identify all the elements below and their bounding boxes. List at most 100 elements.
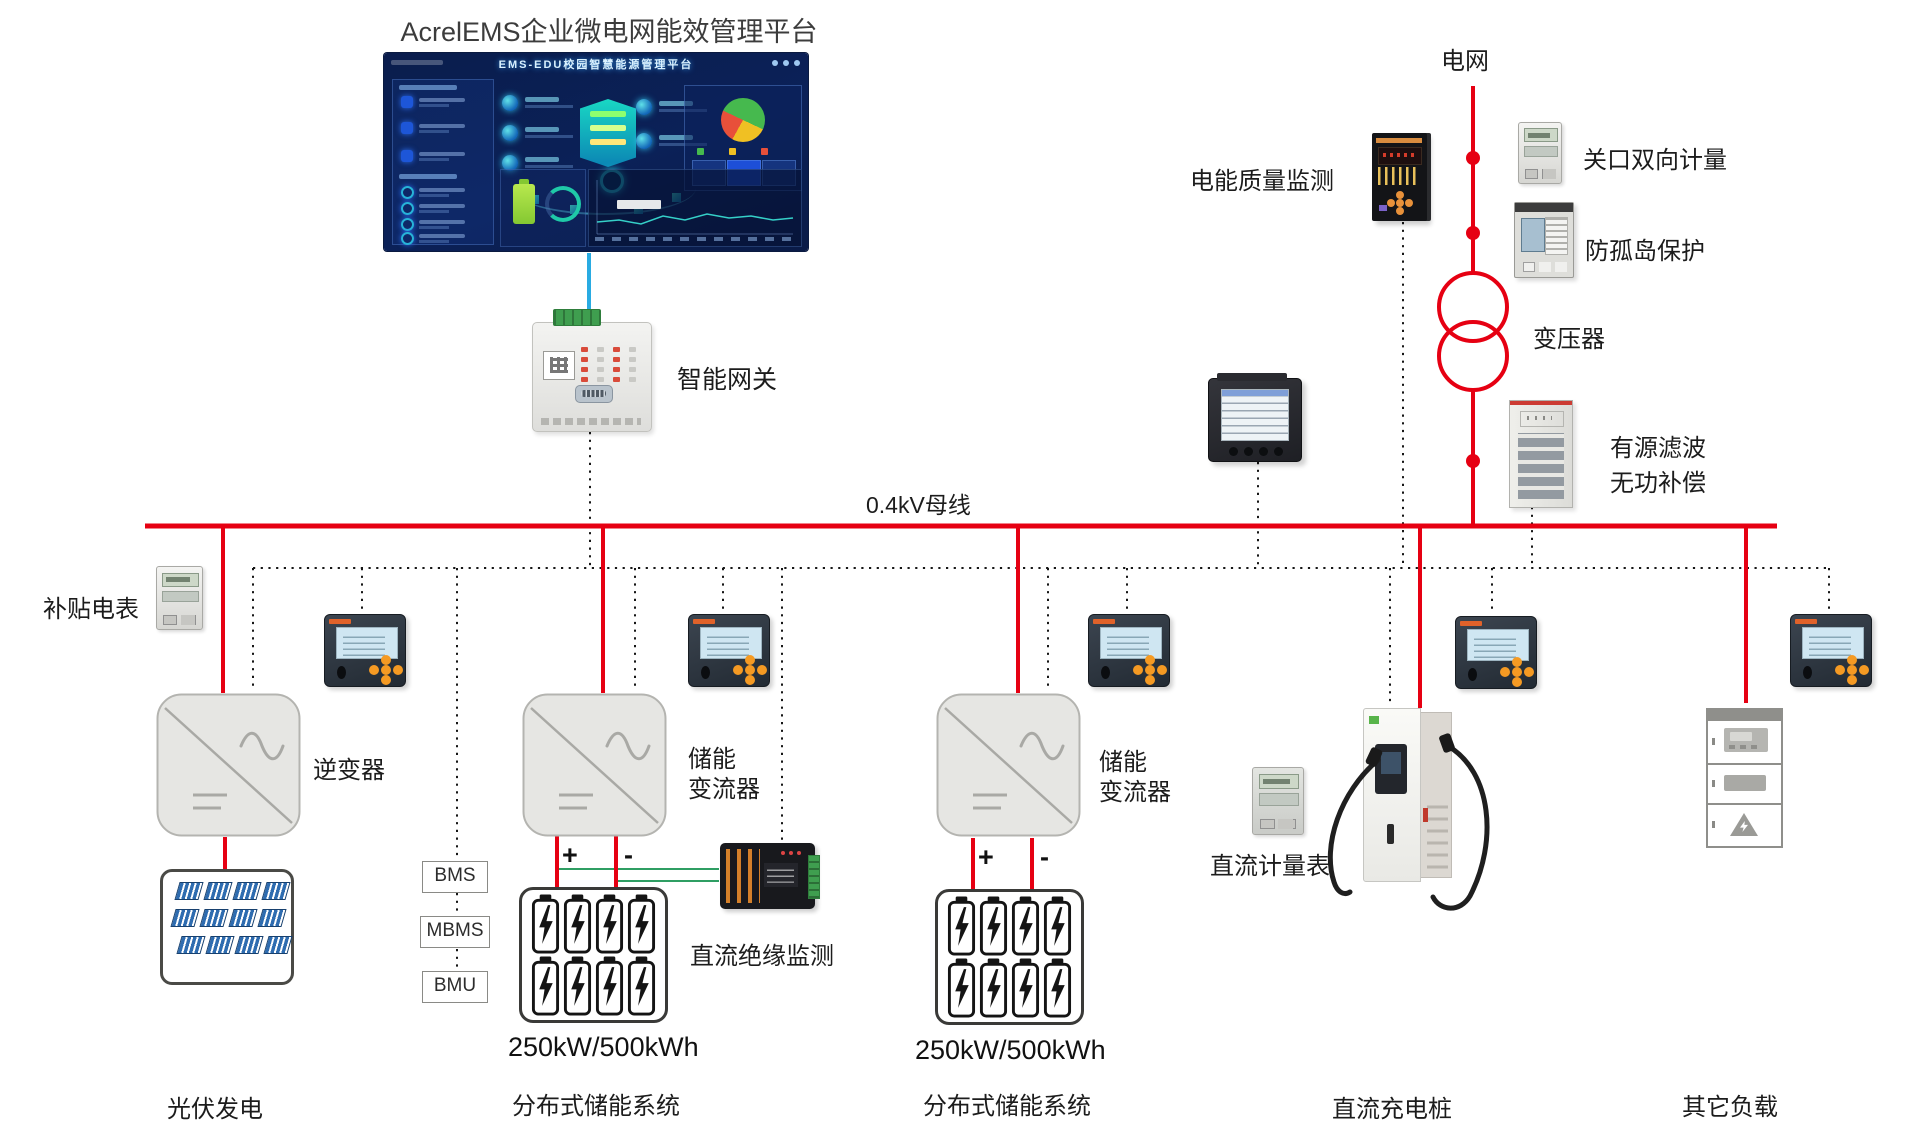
comm-dotted-lines bbox=[252, 222, 1830, 970]
storage-converter-label-1: 储能 bbox=[688, 746, 736, 773]
pie-chart bbox=[721, 98, 765, 142]
energy-meter-device bbox=[1455, 616, 1537, 689]
meter-lcd bbox=[1259, 773, 1299, 790]
battery-bank bbox=[935, 889, 1084, 1025]
meter-buttons bbox=[1512, 667, 1522, 677]
charger-screen bbox=[1375, 744, 1407, 794]
meter-screen bbox=[1802, 627, 1864, 659]
dashboard-left-panel bbox=[392, 79, 494, 245]
meter-screen bbox=[1221, 389, 1289, 441]
active-filter-cabinet bbox=[1509, 400, 1573, 508]
dc-minus-sign: - bbox=[624, 840, 633, 870]
dc-insulation-monitor-device bbox=[720, 843, 820, 909]
energy-meter-device bbox=[1790, 614, 1872, 687]
energy-meter-device bbox=[324, 614, 406, 687]
reactive-comp-label: 无功补偿 bbox=[1610, 470, 1706, 497]
pq-keypad bbox=[1396, 199, 1404, 207]
load-breaker-module bbox=[1724, 775, 1766, 791]
pq-led-columns bbox=[1378, 167, 1420, 185]
dashboard-line-chart bbox=[588, 169, 802, 247]
dc-charging-pile-device bbox=[1363, 708, 1452, 882]
battery-gauge bbox=[513, 179, 535, 224]
meter-buttons bbox=[745, 665, 755, 675]
load-display-module bbox=[1724, 728, 1768, 752]
meter-lcd bbox=[1524, 128, 1558, 143]
meter-buttons bbox=[1229, 447, 1238, 456]
dc-minus-sign: - bbox=[1040, 842, 1049, 872]
page-title: AcrelEMS企业微电网能效管理平台 bbox=[400, 17, 818, 47]
hazard-triangle-icon bbox=[1730, 813, 1758, 836]
inverter-label: 逆变器 bbox=[313, 757, 385, 784]
dashboard-timestamp-placeholder bbox=[391, 60, 443, 65]
dashboard-stat-row bbox=[636, 99, 726, 115]
energy-meter-device bbox=[688, 614, 770, 687]
grid-label: 电网 bbox=[1441, 48, 1489, 75]
dashboard-stat-row bbox=[502, 95, 592, 111]
energy-meter-device bbox=[1088, 614, 1170, 687]
dc-energy-meter-label: 直流计量表 bbox=[1210, 853, 1330, 880]
power-line-nodes bbox=[1466, 151, 1480, 468]
storage-converter-label-2: 变流器 bbox=[1099, 779, 1171, 806]
bmu-box: BMU bbox=[422, 971, 488, 1003]
bms-box: BMS bbox=[422, 861, 488, 893]
inverter-device bbox=[155, 692, 302, 838]
ems-dashboard-screenshot: EMS-EDU校园智慧能源管理平台 bbox=[384, 53, 808, 251]
gateway-indicator-leds bbox=[581, 347, 643, 383]
dc-sense-lines bbox=[557, 868, 719, 882]
ai-display bbox=[1521, 218, 1545, 252]
meter-buttons bbox=[1145, 665, 1155, 675]
meter-screen bbox=[700, 627, 762, 659]
other-loads-caption: 其它负载 bbox=[1682, 1094, 1778, 1121]
dc-charger-caption: 直流充电桩 bbox=[1332, 1096, 1452, 1123]
gateway-qr-label bbox=[543, 351, 575, 380]
gateway-serial-port bbox=[575, 385, 613, 403]
dashboard-battery-panel bbox=[500, 169, 586, 247]
pq-display bbox=[1378, 147, 1422, 165]
dashboard-header-title: EMS-EDU校园智慧能源管理平台 bbox=[498, 59, 694, 71]
cabinet-vents bbox=[1518, 433, 1564, 499]
power-lines bbox=[145, 86, 1777, 889]
busbar-label: 0.4kV母线 bbox=[866, 492, 971, 518]
anti-islanding-label: 防孤岛保护 bbox=[1585, 238, 1705, 265]
meter-buttons bbox=[1847, 665, 1857, 675]
meter-lcd bbox=[162, 572, 199, 587]
gateway-terminal-block bbox=[553, 309, 601, 326]
storage-caption: 分布式储能系统 bbox=[923, 1093, 1091, 1120]
pv-array bbox=[160, 869, 294, 985]
dc-plus-sign: + bbox=[978, 842, 994, 872]
smart-gateway-device bbox=[532, 309, 652, 432]
subsidy-meter-device bbox=[156, 566, 203, 630]
dashboard-header-icons bbox=[794, 60, 800, 66]
dc-plus-sign: + bbox=[562, 840, 578, 870]
storage-caption: 分布式储能系统 bbox=[512, 1093, 680, 1120]
meter-screen bbox=[336, 627, 398, 659]
smart-gateway-label: 智能网关 bbox=[677, 366, 778, 394]
storage-converter-device bbox=[935, 692, 1082, 838]
module-terminal-block bbox=[808, 855, 820, 899]
meter-screen bbox=[1100, 627, 1162, 659]
transformer-symbol bbox=[1437, 271, 1509, 343]
dashboard-center-badge bbox=[580, 99, 636, 167]
battery-bank bbox=[519, 887, 668, 1023]
pv-caption: 光伏发电 bbox=[167, 1096, 263, 1123]
gateway-metering-device bbox=[1518, 122, 1562, 184]
other-loads-panel-device bbox=[1706, 708, 1783, 848]
mbms-box: MBMS bbox=[420, 916, 490, 948]
busbar-meter-device bbox=[1208, 373, 1302, 462]
storage-converter-device bbox=[521, 692, 668, 838]
anti-islanding-device bbox=[1514, 202, 1574, 278]
dashboard-stat-row bbox=[636, 133, 726, 149]
meter-buttons bbox=[381, 665, 391, 675]
dc-energy-meter-device bbox=[1252, 767, 1304, 835]
chart-tooltip-placeholder bbox=[617, 200, 661, 209]
pie-legend bbox=[697, 148, 704, 155]
meter-screen bbox=[1467, 629, 1529, 661]
transformer-label: 变压器 bbox=[1533, 326, 1605, 353]
power-quality-monitor-device bbox=[1372, 133, 1427, 221]
charger-logo bbox=[1369, 716, 1379, 724]
gateway-metering-label: 关口双向计量 bbox=[1583, 147, 1727, 174]
ai-keys bbox=[1545, 217, 1568, 255]
battery-capacity-label: 250kW/500kWh bbox=[915, 1035, 1106, 1065]
active-filter-label: 有源滤波 bbox=[1610, 435, 1706, 462]
